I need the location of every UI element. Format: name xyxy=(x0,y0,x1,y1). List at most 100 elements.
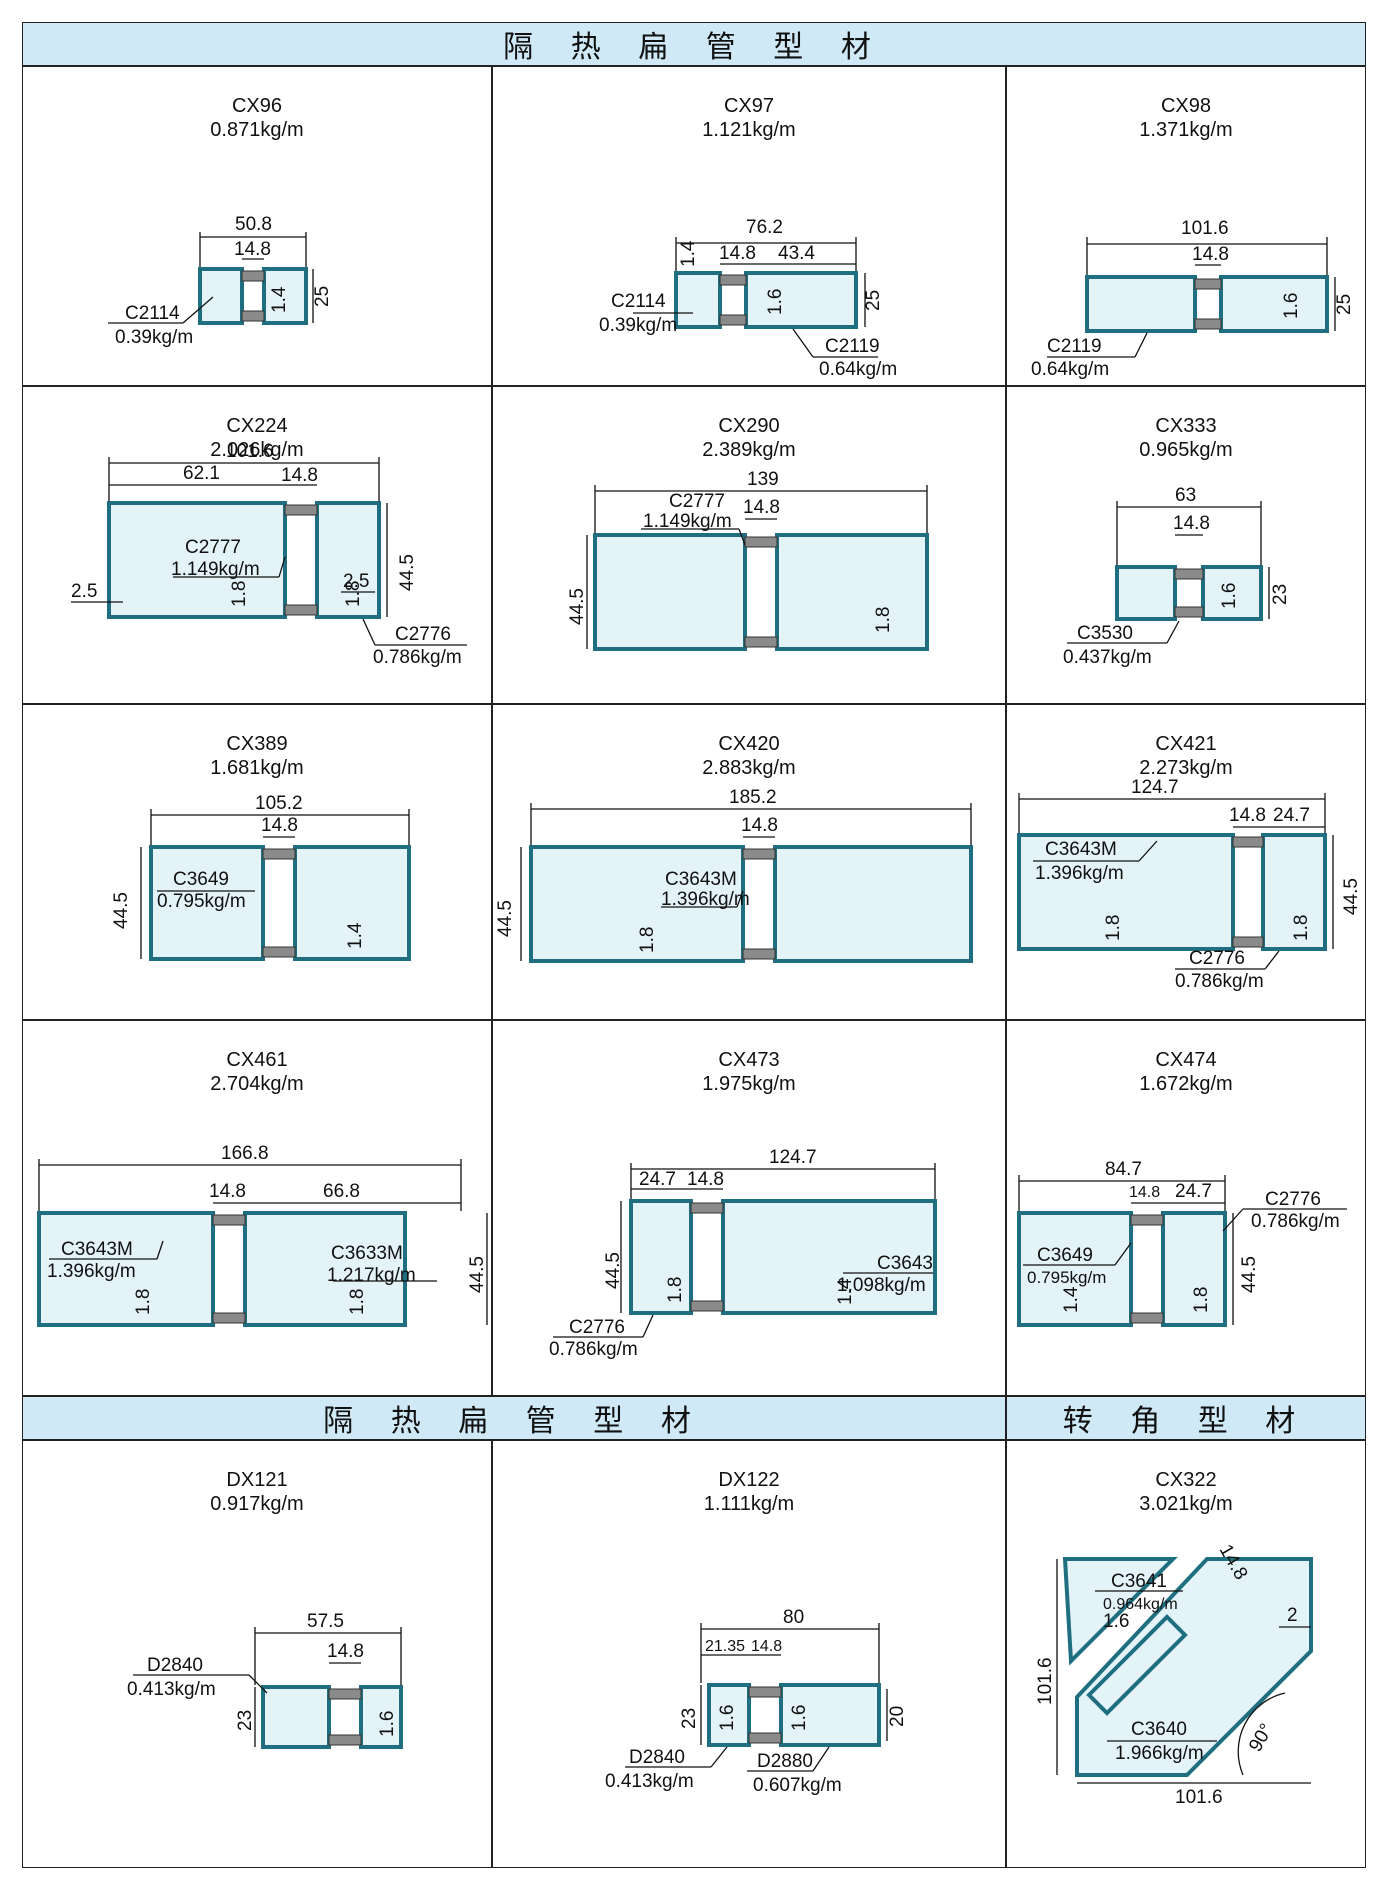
part-weight: 0.437kg/m xyxy=(1063,647,1152,668)
dim-overall-width: 50.8 xyxy=(235,214,272,235)
dim-right-width: 43.4 xyxy=(778,243,815,264)
dim-height: 23 xyxy=(1270,584,1291,605)
profile-code: CX97 xyxy=(723,95,775,117)
profile-code: CX224 xyxy=(226,415,288,437)
profile-cell-cx421: CX421 2.273kg/m 124.7 14.8 24.7 44.5 1.8… xyxy=(1006,704,1366,1020)
dim-wall-right: 1.8 xyxy=(1191,1287,1212,1313)
part-code-left: C3643M xyxy=(61,1239,133,1260)
part-weight-right: 0.64kg/m xyxy=(819,359,897,380)
part-code-top: C3641 xyxy=(1111,1571,1167,1592)
profile-weight: 1.111kg/m xyxy=(703,1493,795,1515)
dim-strip-width: 14.8 xyxy=(327,1641,364,1662)
part-weight-bottom: 1.966kg/m xyxy=(1115,1743,1204,1764)
profile-cell-dx122: DX122 1.111kg/m 80 21.35 14.8 23 1.6 1.6… xyxy=(492,1440,1006,1868)
dim-overall-width: 185.2 xyxy=(729,787,777,808)
profile-code: CX474 xyxy=(1155,1049,1217,1071)
part-code-right: C3633M xyxy=(331,1243,403,1264)
part-weight-left: 1.396kg/m xyxy=(1035,863,1124,884)
profile-cell-cx473: CX473 1.975kg/m 124.7 24.7 14.8 44.5 1.8… xyxy=(492,1020,1006,1396)
dim-height-right: 20 xyxy=(887,1706,908,1727)
dim-height: 25 xyxy=(863,290,884,311)
profile-weight: 0.871kg/m xyxy=(210,119,304,141)
profile-cell-cx322: CX322 3.021kg/m 101.6 101.6 14.8 1.6 2 9… xyxy=(1006,1440,1366,1868)
dim-overall-width: 63 xyxy=(1175,485,1196,506)
dim-wall-left: 1.8 xyxy=(665,1277,686,1303)
part-weight-top: 0.964kg/m xyxy=(1103,1596,1178,1613)
profile-drawing: 80 21.35 14.8 23 1.6 1.6 20 D2840 0.413k… xyxy=(605,1607,908,1796)
dim-wall: 1.6 xyxy=(1281,293,1302,319)
dim-right-width: 24.7 xyxy=(1175,1181,1212,1202)
profile-cell-cx224: CX224 2.026kg/m 101.6 62.1 14.8 2.5 2.5 … xyxy=(22,386,492,704)
profile-weight: 2.389kg/m xyxy=(702,439,796,461)
profile-weight: 2.883kg/m xyxy=(702,757,796,779)
part-weight-right: 1.217kg/m xyxy=(327,1265,416,1286)
dim-strip-width: 14.8 xyxy=(687,1169,724,1190)
dim-right-width: 66.8 xyxy=(323,1181,360,1202)
dim-strip-width: 14.8 xyxy=(719,243,756,264)
dim-wall-left: 1.8 xyxy=(229,581,250,607)
profile-drawing: 101.6 101.6 14.8 1.6 2 90° C3641 0.964kg… xyxy=(1035,1541,1313,1808)
profile-cell-cx290: CX290 2.389kg/m 139 14.8 44.5 1.8 C2777 … xyxy=(492,386,1006,704)
part-code-bottom: C3640 xyxy=(1131,1719,1187,1740)
part-weight-right: 0.607kg/m xyxy=(753,1775,842,1796)
dim-left-edge: 2.5 xyxy=(71,581,97,602)
profile-cell-cx333: CX333 0.965kg/m 63 14.8 23 1.6 C3530 0.4… xyxy=(1006,386,1366,704)
dim-wall-right: 1.8 xyxy=(343,581,364,607)
profile-code: CX421 xyxy=(1155,733,1217,755)
profile-code: CX333 xyxy=(1155,415,1217,437)
profile-drawing: 84.7 14.8 24.7 44.5 1.4 1.8 C2776 0.786k… xyxy=(1017,1159,1347,1327)
profile-cell-dx121: DX121 0.917kg/m 57.5 14.8 23 1.6 D2840 0… xyxy=(22,1440,492,1868)
dim-overall-width: 166.8 xyxy=(221,1143,269,1164)
profile-drawing: 166.8 14.8 66.8 44.5 1.8 1.8 C3643M 1.39… xyxy=(37,1143,488,1327)
profile-drawing: 101.6 14.8 25 1.6 C2119 0.64kg/m xyxy=(1031,218,1355,380)
dim-overall-width: 57.5 xyxy=(307,1611,344,1632)
dim-height: 44.5 xyxy=(1239,1256,1260,1293)
profile-drawing: 105.2 14.8 44.5 1.4 C3649 0.795kg/m xyxy=(111,793,411,961)
dim-wall-right: 1.8 xyxy=(1291,915,1312,941)
profile-code: CX420 xyxy=(718,733,780,755)
part-code: C2777 xyxy=(669,491,725,512)
dim-height: 44.5 xyxy=(111,892,132,929)
part-weight-left: 0.786kg/m xyxy=(549,1339,638,1360)
profile-code: DX121 xyxy=(226,1469,288,1491)
profile-drawing: 139 14.8 44.5 1.8 C2777 1.149kg/m xyxy=(567,469,929,651)
profile-weight: 2.026kg/m xyxy=(210,439,304,461)
part-code-left: C2777 xyxy=(185,537,241,558)
dim-height: 23 xyxy=(235,1710,256,1731)
profile-drawing: 185.2 14.8 44.5 1.8 C3643M 1.396kg/m xyxy=(495,787,973,963)
dim-strip-width: 14.8 xyxy=(751,1638,782,1655)
part-code-right: C2776 xyxy=(395,624,451,645)
part-weight: 0.39kg/m xyxy=(115,327,193,348)
dim-strip-width: 14.8 xyxy=(741,815,778,836)
profile-drawing: 124.7 24.7 14.8 44.5 1.8 1.4 C3643 1.098… xyxy=(549,1147,937,1360)
part-weight: 1.396kg/m xyxy=(661,889,750,910)
part-code-right: C3643 xyxy=(877,1253,933,1274)
dim-bottom-width: 101.6 xyxy=(1175,1787,1223,1808)
dim-height: 44.5 xyxy=(397,554,418,591)
dim-wall-left: 1.4 xyxy=(1061,1286,1082,1313)
profile-cell-cx97: CX97 1.121kg/m 76.2 14.8 43.4 1.4 25 1.6… xyxy=(492,66,1006,386)
profile-drawing: 101.6 62.1 14.8 2.5 2.5 44.5 1.8 1.8 C27… xyxy=(71,441,467,668)
dim-height: 44.5 xyxy=(467,1256,488,1293)
dim-height: 44.5 xyxy=(603,1252,624,1289)
profile-cell-cx96: CX96 0.871kg/m 50.8 14.8 25 1.4 C2114 0.… xyxy=(22,66,492,386)
dim-strip-width: 14.8 xyxy=(1229,805,1266,826)
profile-weight: 0.965kg/m xyxy=(1139,439,1233,461)
profile-drawing: 124.7 14.8 24.7 44.5 1.8 1.8 C3643M 1.39… xyxy=(1017,777,1362,992)
dim-overall-width: 84.7 xyxy=(1105,1159,1142,1180)
part-code: C3649 xyxy=(173,869,229,890)
dim-wall: 1.8 xyxy=(637,927,658,953)
profile-cell-cx389: CX389 1.681kg/m 105.2 14.8 44.5 1.4 C364… xyxy=(22,704,492,1020)
dim-right-edge: 2.5 xyxy=(343,571,369,592)
dim-overall-width: 80 xyxy=(783,1607,804,1628)
dim-strip-width: 14.8 xyxy=(1129,1184,1160,1201)
dim-wall: 1.6 xyxy=(1103,1611,1129,1632)
part-weight-right: 1.098kg/m xyxy=(837,1275,926,1296)
profile-weight: 2.704kg/m xyxy=(210,1073,304,1095)
profile-weight: 1.672kg/m xyxy=(1139,1073,1233,1095)
profile-weight: 2.273kg/m xyxy=(1139,757,1233,779)
dim-strip-width: 14.8 xyxy=(1173,513,1210,534)
dim-overall-width: 101.6 xyxy=(1181,218,1229,239)
profile-code: CX322 xyxy=(1155,1469,1217,1491)
dim-angle: 90° xyxy=(1245,1720,1278,1755)
